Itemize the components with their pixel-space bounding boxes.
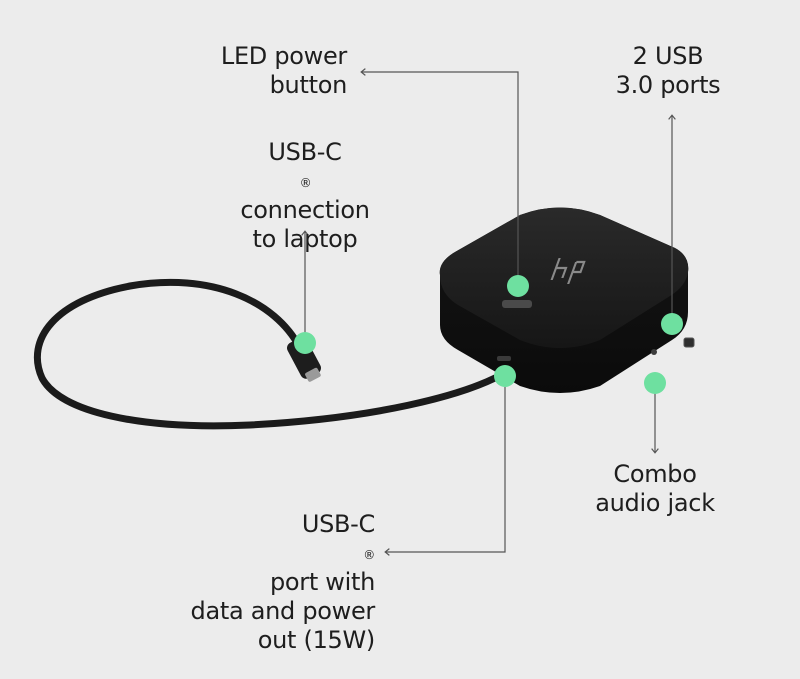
label-text: USB-C	[301, 510, 375, 538]
label-line: audio jack	[595, 489, 715, 517]
label-line: Combo	[613, 460, 697, 488]
label-text: USB-C	[268, 138, 342, 166]
led-power-button-icon	[502, 300, 532, 308]
dock-device	[439, 207, 695, 393]
marker-usb-ports	[661, 313, 683, 335]
label-led-power-button: LED power button	[200, 42, 347, 100]
leader-lines	[301, 68, 676, 556]
marker-usbc-port	[494, 365, 516, 387]
label-line: to laptop	[252, 225, 358, 253]
label-audio-jack: Combo audio jack	[580, 460, 730, 518]
registered-mark: ®	[299, 176, 312, 190]
label-line: USB-C ® port with	[150, 510, 375, 597]
marker-usbc-connection	[294, 332, 316, 354]
label-line: USB-C ®	[225, 138, 385, 196]
label-line: 2 USB	[632, 42, 704, 70]
label-usb-ports: 2 USB 3.0 ports	[598, 42, 738, 100]
label-line: 3.0 ports	[615, 71, 721, 99]
marker-audio-jack	[644, 372, 666, 394]
label-line: LED power	[220, 42, 347, 70]
callout-markers	[294, 275, 683, 394]
label-text: port with	[269, 568, 375, 596]
usb-c-port-icon	[497, 356, 511, 361]
label-line: connection	[240, 196, 370, 224]
leader-usbc-port	[384, 387, 506, 556]
usb-port-icon	[683, 337, 695, 348]
marker-led-power	[507, 275, 529, 297]
audio-jack-icon	[651, 349, 657, 355]
leader-led-power	[360, 68, 519, 286]
label-line: button	[269, 71, 348, 99]
usb-c-cable	[33, 278, 499, 430]
label-line: out (15W)	[257, 626, 376, 654]
label-usbc-port: USB-C ® port with data and power out (15W…	[150, 510, 376, 655]
label-line: data and power	[190, 597, 376, 625]
registered-mark: ®	[363, 548, 375, 562]
hp-logo-icon	[550, 258, 586, 284]
label-usbc-connection: USB-C ® connection to laptop	[225, 138, 385, 254]
